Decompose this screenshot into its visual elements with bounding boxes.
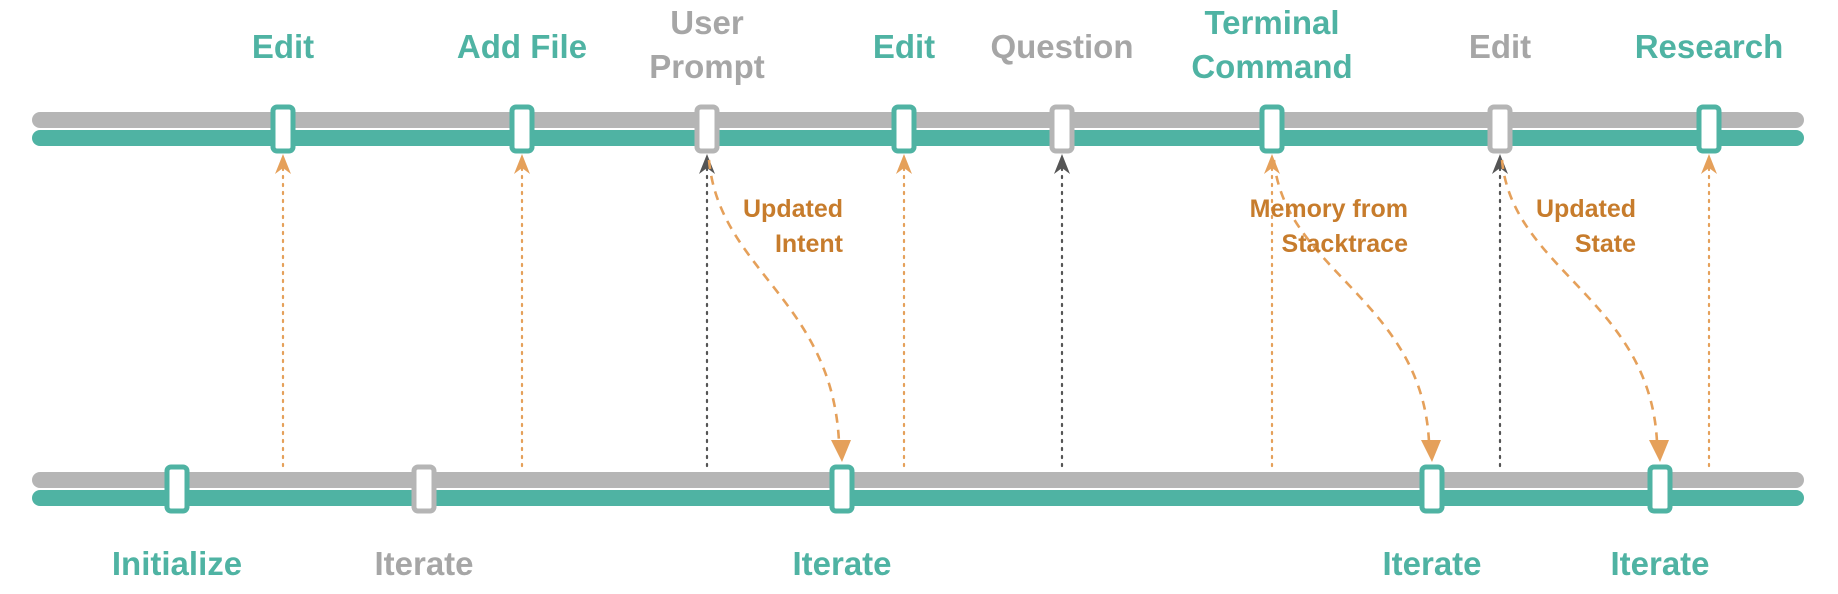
link-arrowhead [275,154,291,174]
link-arrowhead [1492,154,1508,174]
feedback-curve-t6-b4 [1272,159,1431,443]
event-label-t1: Edit [252,28,314,65]
event-label-t2: Add File [457,28,587,65]
event-marker-t6 [1259,104,1285,154]
link-arrowhead [1701,154,1717,174]
event-label-t8: Research [1635,28,1784,65]
event-marker-t8 [1696,104,1722,154]
event-markers [164,104,1722,514]
feedback-curve-t7-b5 [1500,159,1659,443]
feedback-arrowhead [1649,440,1669,462]
event-marker-t2 [509,104,535,154]
feedback-curve-t3-b3 [707,159,841,443]
event-marker-t5 [1049,104,1075,154]
event-marker-b1 [164,464,190,514]
event-label-t4: Edit [873,28,935,65]
event-label-t7: Edit [1469,28,1531,65]
feedback-arrowhead [1421,440,1441,462]
event-marker-b4 [1419,464,1445,514]
link-arrowhead [1054,154,1070,174]
links [275,154,1717,468]
feedback-arrows [707,159,1669,462]
event-marker-t1 [270,104,296,154]
link-arrowhead [1264,154,1280,174]
event-marker-b3 [829,464,855,514]
event-label-b3: Iterate [792,545,891,582]
event-label-b2: Iterate [374,545,473,582]
feedback-arrowhead [831,440,851,462]
event-marker-t7 [1487,104,1513,154]
event-marker-b5 [1647,464,1673,514]
event-marker-b2 [411,464,437,514]
event-marker-t3 [694,104,720,154]
link-arrowhead [699,154,715,174]
event-marker-t4 [891,104,917,154]
event-label-b5: Iterate [1610,545,1709,582]
event-label-t5: Question [990,28,1133,65]
event-label-b4: Iterate [1382,545,1481,582]
tracks [32,112,1804,506]
link-arrowhead [514,154,530,174]
link-arrowhead [896,154,912,174]
event-label-b1: Initialize [112,545,242,582]
